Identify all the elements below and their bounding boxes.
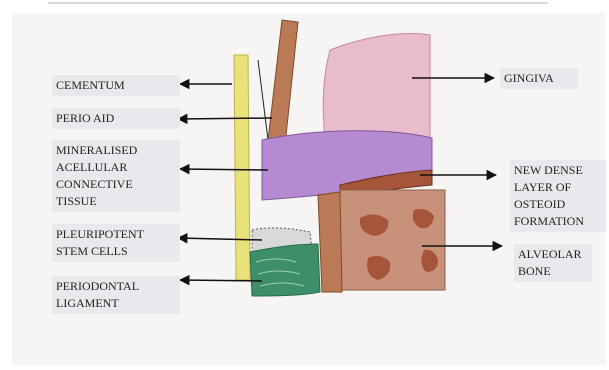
alveolar-bone <box>340 190 445 290</box>
label-mineralised: MINERALISED ACELLULAR CONNECTIVE TISSUE <box>52 140 180 212</box>
arrow-periodontal <box>180 280 262 281</box>
tooth-outline <box>258 60 268 140</box>
perio-aid-instrument <box>268 20 298 145</box>
label-stem-cells: PLEURIPOTENT STEM CELLS <box>52 224 180 262</box>
label-perio-aid: PERIO AID <box>52 108 180 129</box>
bone-wall <box>318 192 342 292</box>
label-gingiva: GINGIVA <box>500 68 578 89</box>
label-alveolar: ALVEOLAR BONE <box>514 244 592 282</box>
cementum-strip <box>234 55 250 280</box>
periodontal-ligament <box>250 244 320 296</box>
label-cementum: CEMENTUM <box>52 75 180 96</box>
arrow-mineralised <box>180 169 268 170</box>
label-periodontal: PERIODONTAL LIGAMENT <box>52 276 180 314</box>
arrow-perio-aid <box>178 118 272 119</box>
label-new-dense: NEW DENSE LAYER OF OSTEOID FORMATION <box>510 160 606 232</box>
